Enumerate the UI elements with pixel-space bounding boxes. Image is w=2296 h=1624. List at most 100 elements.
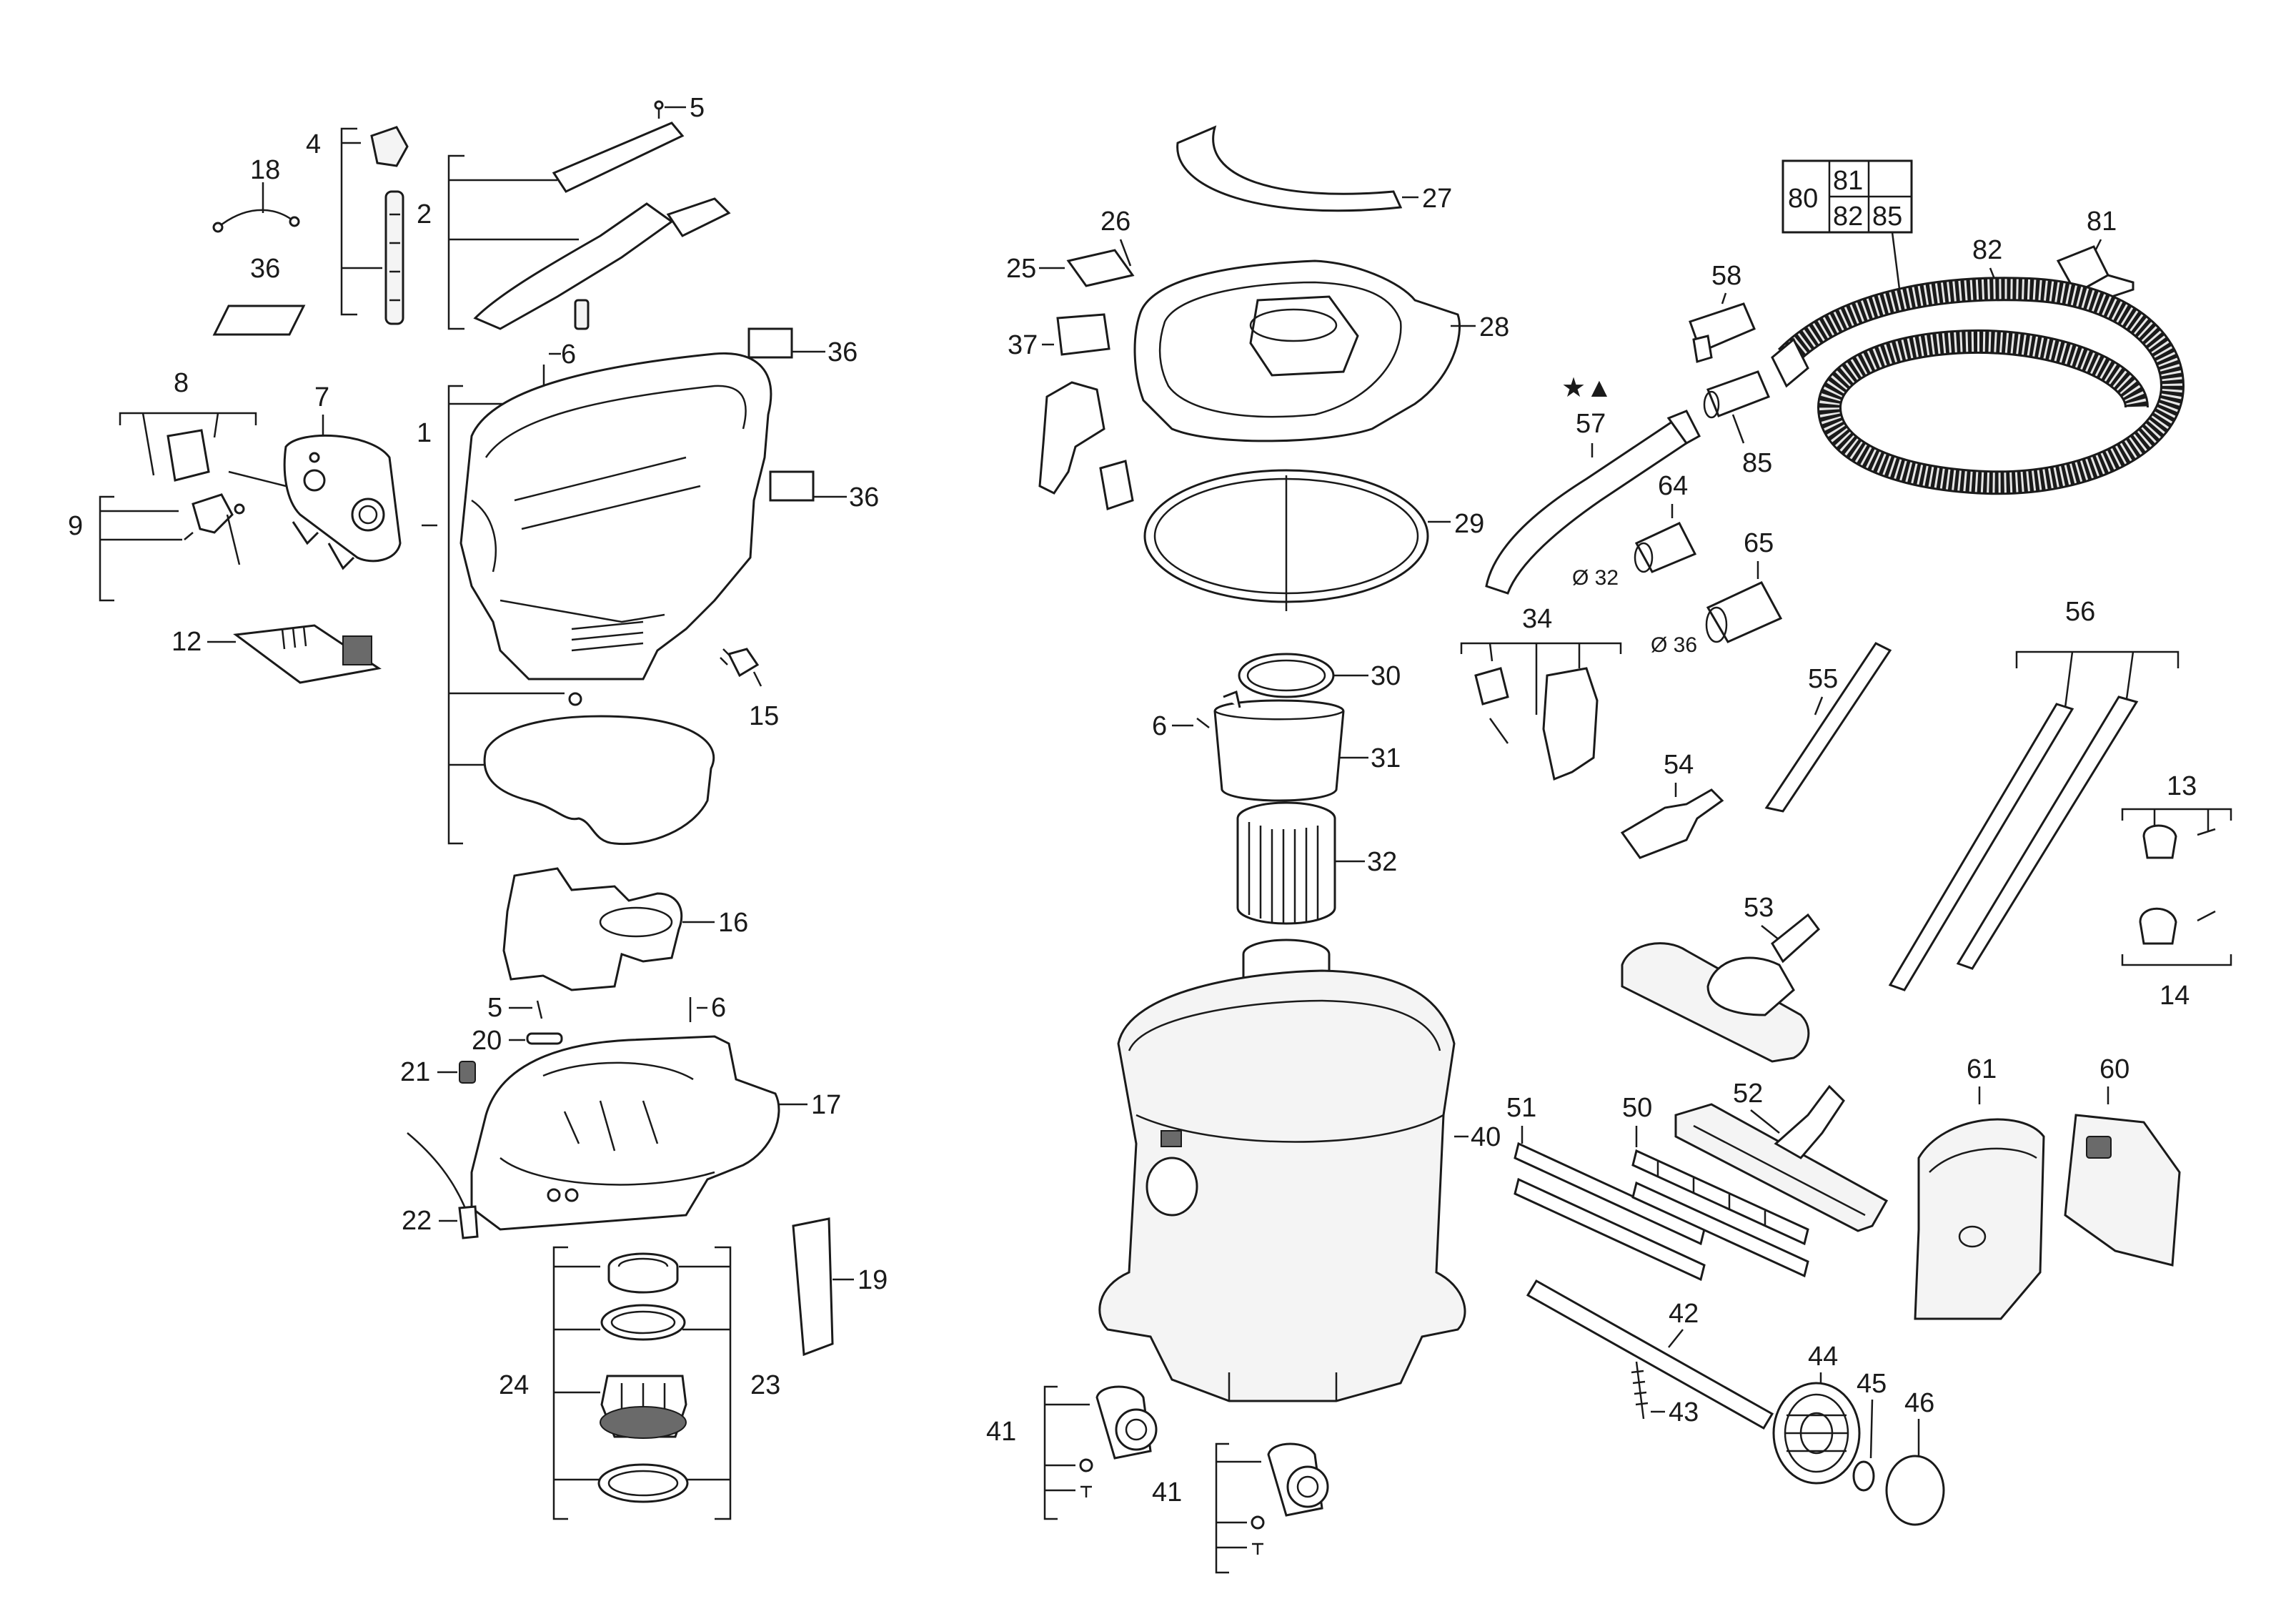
part-21-connector: 21 (400, 1057, 476, 1087)
callout-57: 57 (1576, 409, 1606, 439)
callout-25: 25 (1006, 254, 1036, 284)
callout-12: 12 (172, 627, 202, 657)
callout-7: 7 (314, 382, 329, 412)
callout-20: 20 (472, 1026, 502, 1056)
star-triangle-symbols: ★▲ (1561, 373, 1613, 403)
callout-58: 58 (1711, 261, 1741, 291)
part-53-turbo-nozzle: 53 (1621, 893, 1821, 1063)
part-4-plug (370, 126, 409, 325)
callout-16: 16 (718, 908, 748, 938)
part-22-cable-clip: 22 (402, 1132, 479, 1239)
part-37-pad: 37 (1008, 313, 1110, 360)
part-58-adapter: 58 (1689, 261, 1756, 363)
callout-41-b: 41 (1152, 1477, 1182, 1507)
callout-5-a: 5 (690, 93, 705, 123)
part-8-bracket: 8 (119, 368, 257, 476)
kit-table-80: 80 (1788, 184, 1818, 214)
part-60-dust-bag: 60 (2064, 1054, 2181, 1267)
part-85-adapter: 85 (1703, 370, 1772, 478)
part-36-label-a: 36 (212, 254, 306, 336)
part-2-handle: 2 (417, 122, 731, 330)
callout-6-c: 6 (1152, 711, 1167, 741)
callout-14: 14 (2160, 981, 2190, 1011)
part-32-filter: 32 (1236, 801, 1397, 925)
part-5-screw-a: 5 (654, 93, 705, 123)
part-13-clip: 13 (2121, 771, 2232, 859)
callout-81: 81 (2087, 207, 2117, 237)
part-25-latch: 25 (1006, 249, 1135, 287)
part-5-screw-b: 5 (487, 993, 543, 1023)
kit-table-85: 85 (1872, 202, 1902, 232)
part-19-filter-sheet: 19 (792, 1217, 888, 1357)
kit-table-81: 81 (1833, 166, 1863, 196)
callout-27: 27 (1422, 184, 1452, 214)
callout-28: 28 (1479, 312, 1509, 342)
part-55-crevice-tool: 55 (1764, 642, 1892, 813)
callout-30: 30 (1371, 661, 1401, 691)
callout-23: 23 (750, 1370, 780, 1400)
callout-53: 53 (1744, 893, 1774, 923)
part-30-ring: 30 (1238, 653, 1401, 698)
part-1-motor-housing (459, 352, 772, 706)
part-46-cap: 46 (1885, 1388, 1945, 1526)
part-56-tubes: 56 (1888, 597, 2180, 991)
callout-42: 42 (1669, 1299, 1699, 1329)
callout-15: 15 (749, 701, 779, 731)
part-7-control-panel: 7 (228, 382, 437, 570)
callout-45: 45 (1857, 1369, 1887, 1399)
callout-1: 1 (417, 418, 432, 448)
callout-61: 61 (1967, 1054, 1997, 1084)
part-52-floor-nozzle: 52 (1674, 1079, 1889, 1232)
part-41-caster-a: 41 (986, 1385, 1158, 1520)
part-17-motor-base: 17 (470, 1035, 841, 1231)
callout-60: 60 (2099, 1054, 2129, 1084)
part-57-handle: ★▲ 57 (1485, 373, 1701, 595)
part-26-clip: 26 (1100, 207, 1132, 267)
part-9-bracket: 9 (68, 493, 245, 602)
callout-21: 21 (400, 1057, 430, 1087)
callout-29: 29 (1454, 509, 1484, 539)
part-12-circuit-board: 12 (172, 624, 382, 684)
part-8-knob-cover (167, 429, 210, 482)
callout-17: 17 (811, 1090, 841, 1120)
callout-41-a: 41 (986, 1417, 1016, 1447)
callout-51: 51 (1506, 1093, 1536, 1123)
part-20-seal: 20 (472, 1026, 563, 1056)
part-36-label-c: 36 (769, 470, 879, 513)
part-6-screw-b: 6 (689, 993, 726, 1023)
diameter-32: Ø 32 (1572, 566, 1619, 590)
callout-22: 22 (402, 1206, 432, 1236)
part-18-cable: 18 (212, 155, 300, 233)
callout-19: 19 (858, 1265, 888, 1295)
callout-32: 32 (1367, 847, 1397, 877)
part-28-lid: 28 (1133, 259, 1509, 442)
part-51-strip: 51 (1506, 1093, 1706, 1282)
callout-43: 43 (1669, 1397, 1699, 1427)
callout-54: 54 (1664, 750, 1694, 780)
callout-36-a: 36 (250, 254, 280, 284)
part-14-clip: 14 (2121, 907, 2232, 1011)
callout-37: 37 (1008, 330, 1038, 360)
callout-64: 64 (1658, 471, 1688, 501)
kit-table-82: 82 (1833, 202, 1863, 232)
part-65-adapter: 65 Ø 36 (1651, 528, 1783, 657)
part-43-screw: 43 (1631, 1361, 1699, 1427)
part-27-hose-guide: 27 (1176, 125, 1452, 214)
callout-6-b: 6 (711, 993, 726, 1023)
callout-36-b: 36 (828, 337, 858, 367)
part-42-axle: 42 (1526, 1279, 1774, 1430)
part-lid-latch-assembly (1038, 381, 1134, 510)
callout-5-b: 5 (487, 993, 502, 1023)
callout-2: 2 (417, 199, 432, 229)
part-15-plug: 15 (720, 648, 779, 731)
part-24-bracket: 24 (499, 1246, 600, 1520)
diameter-36: Ø 36 (1651, 633, 1697, 657)
callout-55: 55 (1808, 664, 1838, 694)
callout-34: 34 (1522, 604, 1552, 634)
part-31-sleeve: 31 (1213, 690, 1401, 802)
callout-65: 65 (1744, 528, 1774, 558)
part-44-wheel: 44 (1772, 1342, 1861, 1485)
part-23-motor-rings (597, 1252, 689, 1503)
callout-46: 46 (1904, 1388, 1934, 1418)
